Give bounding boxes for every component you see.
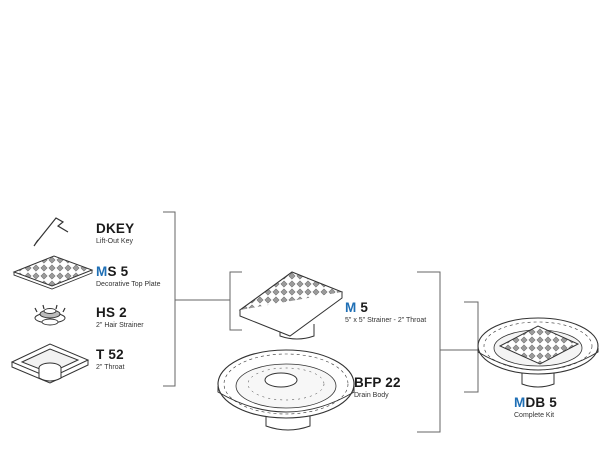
part-code: S 5: [107, 264, 129, 279]
part-description: Drain Body: [354, 391, 389, 399]
part-description: 5" x 5" Strainer - 2" Throat: [345, 316, 427, 324]
part-description: Complete Kit: [514, 411, 555, 419]
strainer-bracket: [229, 271, 242, 331]
part-description: 2" Throat: [96, 363, 125, 371]
complete-bracket: [464, 301, 479, 393]
part-code: 5: [356, 300, 369, 315]
part-code: HS 2: [96, 305, 127, 320]
part-code-prefix: M: [96, 264, 108, 279]
part-label-ms5: MS 5 Decorative Top Plate: [96, 265, 160, 288]
part-description: Lift-Out Key: [96, 237, 133, 245]
part-label-dkey: DKEY Lift-Out Key: [96, 222, 134, 245]
hair-strainer-icon: [34, 304, 66, 326]
top-plate-icon: [12, 255, 94, 290]
part-description: Decorative Top Plate: [96, 280, 161, 288]
throat-icon: [10, 343, 90, 384]
part-code: BFP 22: [354, 375, 401, 390]
drain-body-icon: [217, 349, 355, 431]
part-label-t52: T 52 2" Throat: [96, 348, 124, 371]
complete-kit-icon: [477, 317, 599, 388]
strainer-assembly-icon: [238, 271, 344, 340]
parts-bracket: [163, 211, 176, 387]
part-code-prefix: M: [345, 300, 357, 315]
assembly-bracket: [417, 271, 441, 433]
part-code: DB 5: [525, 395, 558, 410]
assembly-label-bfp22: BFP 22 Drain Body: [354, 376, 401, 399]
complete-kit-label: MDB 5 Complete Kit: [514, 396, 557, 419]
key-icon: [33, 217, 69, 247]
part-description: 2" Hair Strainer: [96, 321, 144, 329]
assembly-label-m5: M 5 5" x 5" Strainer - 2" Throat: [345, 301, 426, 324]
part-code: DKEY: [96, 221, 135, 236]
part-code-prefix: M: [514, 395, 526, 410]
part-label-hs2: HS 2 2" Hair Strainer: [96, 306, 144, 329]
part-code: T 52: [96, 347, 124, 362]
